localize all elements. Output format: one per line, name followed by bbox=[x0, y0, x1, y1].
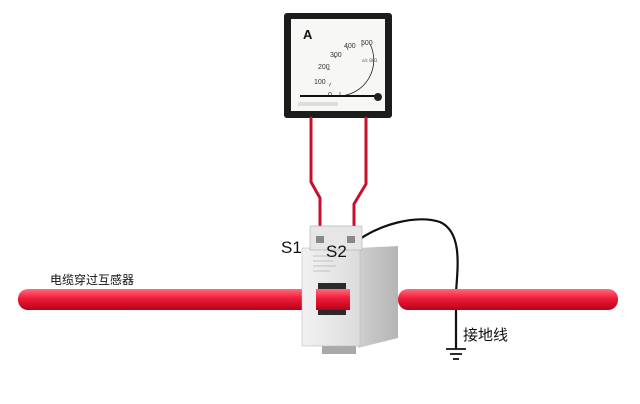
lead-wire-s1 bbox=[309, 116, 322, 240]
lead-wires bbox=[309, 116, 368, 242]
ammeter-pivot bbox=[374, 93, 382, 101]
cable-through-aperture bbox=[316, 289, 350, 310]
ground-symbol bbox=[446, 348, 466, 360]
terminal-label-s2: S2 bbox=[326, 242, 347, 261]
ct-foot-right bbox=[322, 344, 356, 354]
ammeter: A 0 100 200 300 400 500 e/c BLD bbox=[284, 13, 392, 118]
scale-label-300: 300 bbox=[330, 52, 342, 59]
ground-label: 接地线 bbox=[463, 326, 508, 344]
terminal-screw-s1 bbox=[316, 236, 324, 243]
lead-wire-s2 bbox=[352, 116, 368, 242]
current-transformer bbox=[301, 225, 398, 354]
ammeter-ticks bbox=[326, 43, 363, 96]
scale-label-400: 400 bbox=[344, 43, 356, 50]
ct-side-face bbox=[358, 246, 398, 348]
ammeter-brand-mark: e/c BLD bbox=[362, 58, 377, 63]
ground-wire bbox=[348, 218, 459, 350]
ammeter-unit-label: A bbox=[303, 27, 313, 42]
terminal-screw-s2 bbox=[347, 236, 355, 243]
cable-left bbox=[18, 289, 348, 310]
ammeter-fineprint bbox=[298, 102, 338, 106]
ct-label-plate bbox=[313, 255, 336, 272]
ammeter-scale-arc bbox=[339, 43, 375, 97]
scale-label-200: 200 bbox=[318, 64, 330, 71]
scale-label-100: 100 bbox=[314, 79, 326, 86]
scale-label-500: 500 bbox=[361, 40, 373, 47]
ground-wire-path bbox=[348, 218, 459, 350]
terminal-label-s1: S1 bbox=[281, 238, 302, 257]
cable-label: 电缆穿过互感器 bbox=[50, 272, 134, 287]
cable-right bbox=[398, 289, 618, 310]
